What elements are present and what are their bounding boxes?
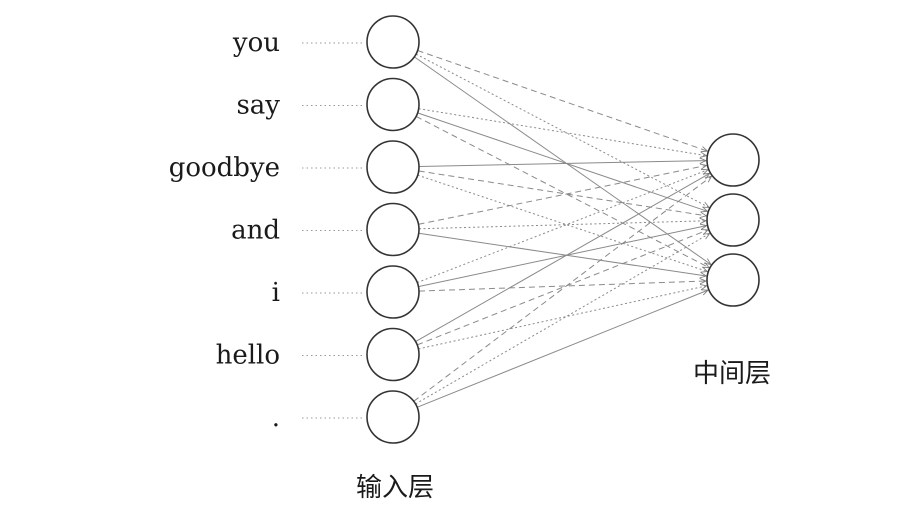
input-node [366, 202, 420, 257]
hidden-node [706, 253, 760, 307]
edge-3-1 [418, 221, 706, 230]
edge-6-1 [415, 234, 710, 405]
edge-6-2 [416, 290, 708, 408]
edge-4-2 [418, 281, 706, 292]
edge-5-1 [417, 230, 708, 346]
input-word-labels: you say goodbye and i hello. [169, 28, 281, 433]
edge-5-0 [415, 173, 710, 343]
word-leader-lines [302, 42, 364, 419]
input-node [366, 140, 420, 194]
edge-2-1 [418, 170, 707, 216]
input-node [366, 390, 420, 444]
edge-0-0 [417, 50, 708, 152]
input-word-label: goodbye [169, 153, 280, 183]
hidden-layer-nodes [706, 133, 760, 307]
edge-2-2 [417, 174, 708, 271]
hidden-node [706, 193, 760, 247]
input-node [366, 327, 420, 382]
input-node [366, 77, 420, 132]
input-word-label: and [231, 216, 280, 246]
input-word-label: i [272, 278, 280, 308]
input-layer-nodes [366, 15, 420, 444]
input-word-label: hello [216, 341, 280, 371]
input-layer-label: 输入层 [356, 473, 434, 503]
edge-1-0 [418, 108, 707, 156]
input-word-label: say [236, 91, 280, 121]
edge-6-0 [413, 176, 712, 402]
edge-1-1 [417, 112, 708, 211]
input-node [366, 15, 420, 69]
edge-0-1 [415, 53, 709, 207]
edge-3-0 [418, 165, 707, 225]
edge-3-2 [418, 232, 707, 276]
edge-4-0 [417, 170, 708, 284]
input-word-label: . [272, 403, 280, 433]
hidden-node [706, 133, 760, 187]
edge-2-0 [418, 161, 706, 167]
edge-4-1 [418, 226, 706, 288]
connection-edges [413, 50, 712, 408]
edge-0-2 [414, 56, 711, 265]
edge-5-2 [418, 286, 706, 350]
input-word-label: you [232, 28, 280, 58]
edge-1-2 [415, 115, 709, 267]
input-node [366, 265, 420, 319]
hidden-layer-label: 中间层 [693, 359, 771, 389]
